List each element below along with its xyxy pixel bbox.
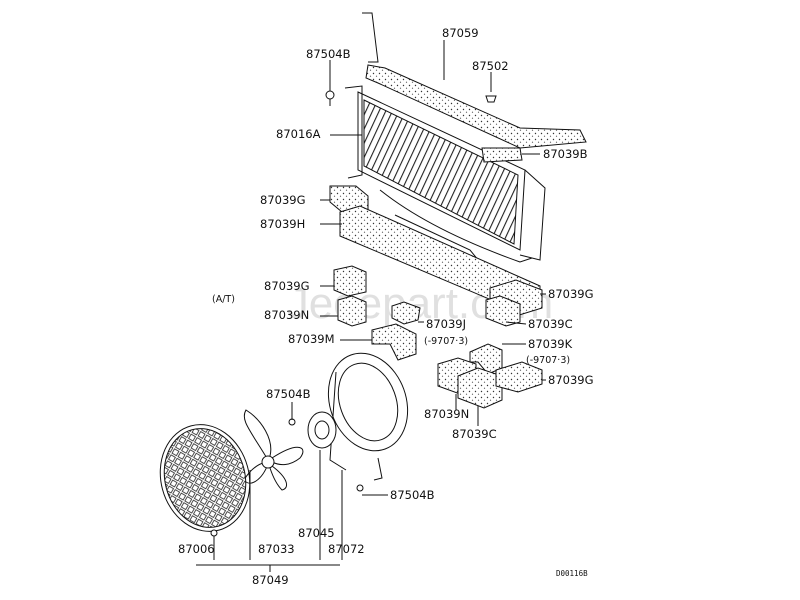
label-87059: 87059: [442, 26, 479, 40]
foam-87039J[interactable]: [391, 301, 421, 325]
label-87039G-a: 87039G: [260, 193, 306, 207]
label-87039B: 87039B: [543, 147, 588, 161]
foam-87039C-lower[interactable]: [457, 367, 503, 409]
fan-87033[interactable]: [243, 409, 304, 491]
label-at: (A/T): [212, 294, 235, 305]
fan-motor-87045[interactable]: [307, 411, 337, 449]
label-87006: 87006: [178, 542, 215, 556]
drawing-code: D00116B: [556, 569, 588, 578]
foam-87039G-mid[interactable]: [333, 265, 367, 297]
bolt-87504B-top[interactable]: [325, 90, 335, 106]
bolt-87504B-low[interactable]: [356, 484, 364, 492]
foam-87039C-upper[interactable]: [485, 295, 521, 327]
label-87039M: 87039M: [288, 332, 335, 346]
foam-87039M[interactable]: [371, 323, 417, 361]
leader-lines: [196, 40, 546, 572]
label-87039G-c: 87039G: [548, 287, 594, 301]
label-87502: 87502: [472, 59, 509, 73]
label-87039C-a: 87039C: [528, 317, 573, 331]
label-87016A: 87016A: [276, 127, 321, 141]
foam-87039B[interactable]: [481, 147, 523, 163]
label-87039N-a: 87039N: [264, 308, 309, 322]
label-87049: 87049: [252, 573, 289, 587]
screw-87006[interactable]: [210, 529, 218, 537]
condenser-87016A[interactable]: [344, 85, 546, 273]
label-87045: 87045: [298, 526, 335, 540]
label-87033: 87033: [258, 542, 295, 556]
label-87039G-d: 87039G: [548, 373, 594, 387]
foam-87039N-upper[interactable]: [337, 295, 367, 327]
label-87039H: 87039H: [260, 217, 305, 231]
label-87039G-b: 87039G: [264, 279, 310, 293]
label-87504B-top: 87504B: [306, 47, 351, 61]
fan-shroud-87072[interactable]: [315, 342, 421, 481]
label-87039N-b: 87039N: [424, 407, 469, 421]
label-87039K: 87039K: [528, 337, 573, 351]
seal-strip-87059[interactable]: [362, 12, 587, 149]
label-87039J: 87039J: [426, 317, 466, 331]
label-87504B-low: 87504B: [390, 488, 435, 502]
label-87039J-code: (-9707·3): [424, 336, 468, 347]
label-87504B-mid: 87504B: [266, 387, 311, 401]
label-87039K-code: (-9707·3): [526, 355, 570, 366]
fan-grille-87006[interactable]: [149, 414, 262, 541]
foam-87039G-lower[interactable]: [495, 361, 543, 393]
clip-87502[interactable]: [485, 95, 497, 103]
label-87072: 87072: [328, 542, 365, 556]
label-87039C-b: 87039C: [452, 427, 497, 441]
